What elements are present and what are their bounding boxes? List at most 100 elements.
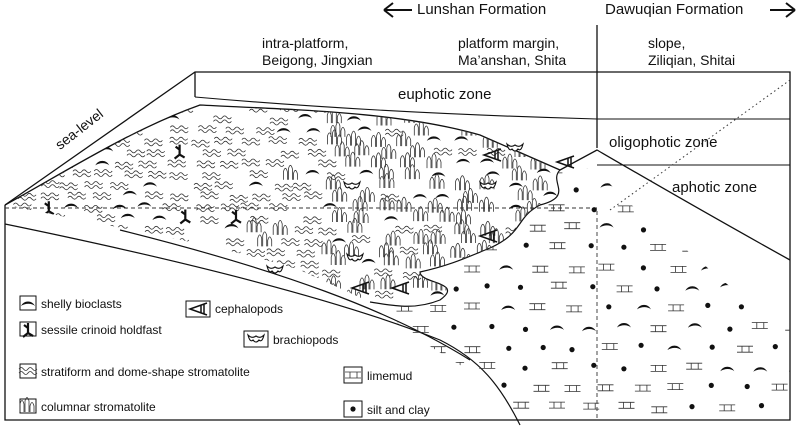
silt-clay-symbol [772,344,778,350]
shelly-bioclast-symbol [143,182,157,187]
shelly-bioclast-symbol [357,126,372,131]
limemud-symbol [533,384,550,392]
stratiform-stromatolite-symbol [533,126,553,135]
shelly-bioclast-symbol [720,366,735,372]
stratiform-stromatolite-symbol [200,191,219,200]
stratiform-stromatolite-symbol [147,238,167,247]
stratiform-stromatolite-symbol [384,128,404,137]
columnar-stromatolite-symbol [381,143,397,160]
stratiform-stromatolite-symbol [5,180,24,189]
stratiform-stromatolite-symbol [169,193,189,202]
stratiform-stromatolite-symbol [304,239,323,247]
columnar-stromatolite-symbol [479,196,494,213]
silt-clay-symbol [638,342,644,348]
silt-clay-symbol [727,326,733,332]
stratiform-stromatolite-symbol [124,127,143,136]
shelly-bioclast-symbol [752,203,767,208]
shelly-bioclast-symbol [166,249,181,254]
limemud-symbol [667,304,685,312]
setting-slope-line2: Ziliqian, Shitai [648,52,736,68]
columnar-stromatolite-symbol [326,108,342,124]
silt-clay-symbol [489,323,495,330]
silt-clay-symbol [569,347,575,353]
limemud-symbol [413,168,431,171]
stratiform-stromatolite-symbol [433,147,453,156]
shelly-bioclast-symbol [508,182,523,188]
stratiform-stromatolite-symbol [213,136,233,145]
limemud-symbol [444,168,462,171]
setting-platform-margin-line2: Ma’anshan, Shita [458,52,567,68]
euphotic-zone-label: euphotic zone [398,86,492,103]
columnar-stromatolite-symbol [282,164,298,181]
shelly-bioclast-symbol [94,246,109,251]
stratiform-stromatolite-symbol [225,238,245,247]
stratiform-stromatolite-symbol [9,115,29,124]
stratiform-stromatolite-symbol [219,160,239,169]
stratiform-stromatolite-symbol [65,281,85,290]
stratiform-stromatolite-symbol [533,148,552,157]
stratiform-stromatolite-symbol [96,214,116,223]
columnar-stromatolite-symbol [462,187,478,204]
limemud-symbol [461,383,478,391]
columnar-stromatolite-symbol [413,228,429,245]
silt-clay-symbol [708,382,714,388]
silt-clay-symbol [501,382,507,388]
silt-clay-symbol [761,283,767,289]
columnar-stromatolite-symbol [454,175,470,191]
brachiopod-symbol [343,181,361,190]
stratiform-stromatolite-symbol [214,181,234,190]
shelly-bioclast-symbol [125,257,140,262]
stratiform-stromatolite-symbol [93,279,112,288]
stratiform-stromatolite-symbol [121,235,141,244]
limemud-symbol [616,285,633,293]
silt-clay-symbol [738,304,744,310]
stratiform-stromatolite-symbol [169,125,189,134]
stratiform-stromatolite-symbol [199,216,219,225]
shelly-bioclast-symbol [503,269,518,274]
columnar-stromatolite-symbol [506,240,522,256]
stratiform-stromatolite-symbol [72,169,92,178]
limemud-symbol [771,383,788,391]
stratiform-stromatolite-symbol [126,281,146,290]
shelly-bioclast-symbol [653,168,668,170]
stratiform-stromatolite-symbol [302,216,322,225]
columnar-stromatolite-symbol [509,251,525,267]
shelly-bioclast-symbol [753,367,768,372]
stratiform-stromatolite-symbol [19,216,39,225]
shelly-bioclast-symbol [101,236,116,241]
stratiform-stromatolite-symbol [294,226,314,235]
stratiform-stromatolite-symbol [123,105,143,112]
stratiform-stromatolite-symbol [47,236,67,245]
shelly-bioclast-symbol [536,168,551,174]
silt-clay-symbol [654,286,660,292]
oligophotic-zone-label: oligophotic zone [609,134,718,151]
stratiform-stromatolite-symbol [303,191,323,200]
dashed-guide [5,207,598,420]
stratiform-stromatolite-symbol [20,171,40,180]
silt-clay-symbol [758,403,765,409]
stratiform-stromatolite-symbol [162,203,182,212]
stratiform-stromatolite-symbol [296,249,316,258]
shelly-bioclast-symbol [346,116,361,121]
shelly-bioclast-symbol [509,204,523,210]
limemud-symbol [463,346,481,354]
shelly-bioclast-symbol [435,194,450,199]
shelly-bioclast-symbol [600,183,615,188]
stratiform-stromatolite-symbol [87,271,107,280]
columnar-stromatolite-symbol [346,130,362,147]
stratiform-stromatolite-symbol [245,270,265,278]
shelly-bioclast-symbol [454,136,469,141]
shelly-bioclast-symbol [513,105,528,110]
columnar-stromatolite-symbol [560,143,574,158]
stratiform-stromatolite-symbol [241,158,261,167]
stratiform-stromatolite-symbol [19,125,38,134]
shelly-bioclast-symbol [545,236,560,241]
columnar-stromatolite-symbol [570,121,584,136]
setting-slope: slope, Ziliqian, Shitai [648,35,735,69]
limemud-symbol [685,362,703,370]
columnar-stromatolite-symbol [332,186,348,203]
legend-silt-label: silt and clay [367,403,430,417]
shelly-bioclast-symbol [428,270,443,275]
columnar-stromatolite-symbol [376,110,392,126]
silt-clay-symbol [689,404,695,410]
